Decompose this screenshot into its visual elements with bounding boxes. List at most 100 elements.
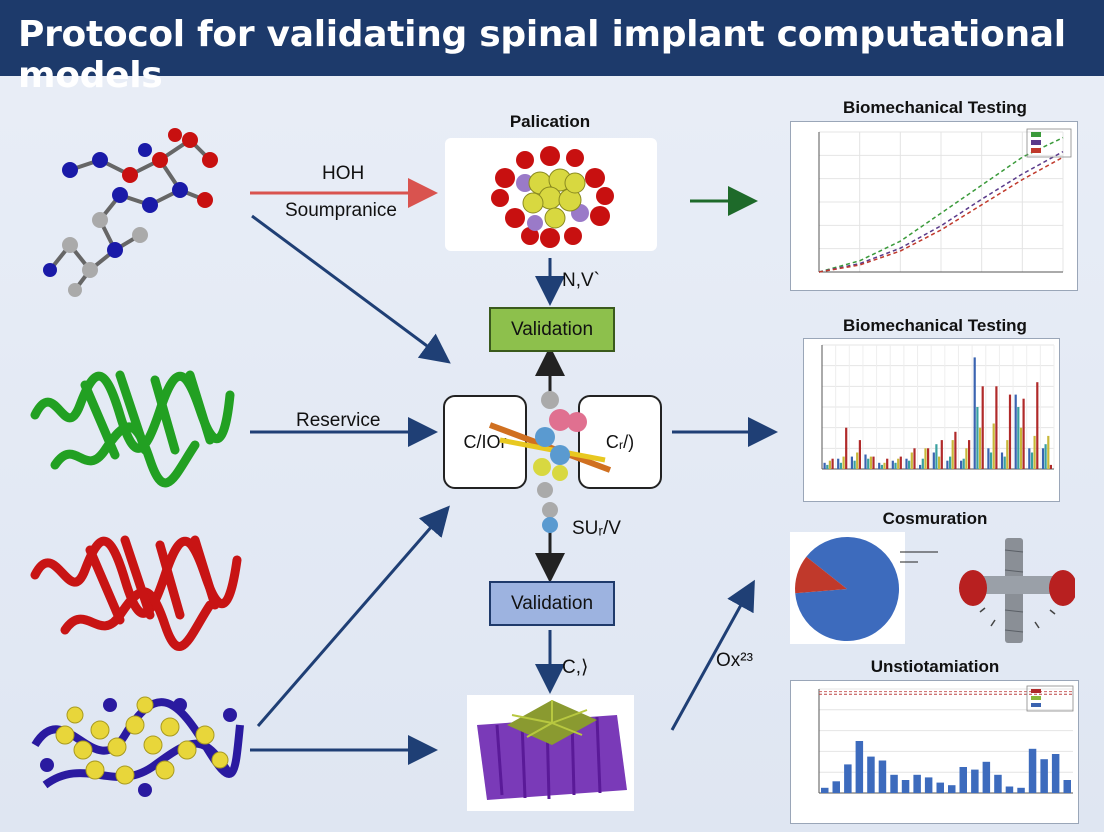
bar [880,464,883,469]
bar [978,427,982,469]
bar [1022,398,1025,469]
bar [1049,464,1052,469]
bar [954,431,957,469]
bar [968,440,971,469]
line-chart-panel [790,121,1078,291]
bar [1051,754,1060,793]
bar-chart-panel [803,338,1060,502]
label-soumpranice: Soumpranice [285,200,397,221]
legend-swatch-0 [1031,132,1041,137]
bar [1063,780,1071,793]
bar [855,741,864,793]
bar [960,460,963,469]
bar [919,464,922,469]
bar [951,440,954,469]
bar [901,780,910,793]
red-protein-image [30,535,242,651]
bar [897,458,900,469]
legend-box [1026,128,1072,158]
nanoparticle-image [491,146,614,248]
bar [1000,452,1004,469]
bar [1030,452,1034,469]
center-top-title: Palication [509,112,591,131]
bar [1040,759,1048,793]
bar [927,448,930,469]
bar [1019,427,1023,469]
bar [982,761,991,793]
bar [935,444,938,469]
bar [872,456,875,469]
bar [913,448,916,469]
bar [924,777,933,793]
bar [959,767,967,793]
small-molecule-image [43,128,218,297]
legend-swatch-1 [1031,140,1041,145]
pie-legend-lines [900,551,938,563]
bar [839,462,842,469]
bar [1044,444,1047,469]
bar [869,456,872,469]
legend-swatch-2 [1031,703,1041,707]
line-series-1 [818,150,1064,273]
bar [938,456,941,469]
bar [899,456,902,469]
bar [936,782,944,793]
lattice-panel [467,695,634,811]
bar [987,448,990,469]
pie-chart [795,537,900,642]
bar [1047,435,1050,469]
legend-swatch-0 [1031,689,1041,693]
bar [989,452,993,469]
bottom-bar-chart [818,685,1074,794]
bar [1028,448,1031,469]
pie-slice-1 [795,556,847,594]
bottom-bar-panel [790,680,1079,824]
label-nv: N,V` [562,270,600,291]
bar [844,764,852,793]
nanoparticle-panel [445,138,657,251]
left-small-box: C/IOr [443,395,527,489]
bar [878,760,887,793]
bar [940,440,943,469]
bar [913,774,921,793]
bar [1006,440,1009,469]
bar [910,452,913,469]
bar [962,458,965,469]
bar [856,452,859,469]
green-protein-image [30,370,235,488]
bar [828,460,831,469]
bar [1036,382,1039,469]
bar [1005,786,1014,793]
bar [1033,435,1036,469]
label-su-v: SUᵣ/V [572,518,621,539]
label-reservice: Reservice [296,410,381,431]
bar [965,448,968,469]
center-molecule-image [488,391,612,533]
bar [932,452,935,469]
bar [1041,448,1045,469]
label-ox: Ox²³ [716,650,753,671]
bar [973,357,976,469]
bar [946,460,949,469]
bar [867,458,870,469]
bar [924,448,927,469]
bar [826,464,829,469]
bar [995,386,998,469]
yellow-blue-protein-image [31,696,244,797]
title-banner: Protocol for validating spinal implant c… [0,0,1104,96]
bar [948,785,956,793]
bottom-bar-title: Unstiotamiation [870,657,1000,676]
bar [976,407,979,469]
bar [1017,787,1025,793]
pie-slice-0 [795,537,900,642]
bar [921,458,924,469]
label-c-r: C,⟩ [562,657,589,678]
validation-box-top: Validation [489,307,615,352]
bar [837,458,840,469]
label-hoh: HOH [322,163,365,184]
bar [1003,456,1006,469]
bar [864,454,867,469]
bar [894,462,897,469]
lattice-image [477,700,627,800]
